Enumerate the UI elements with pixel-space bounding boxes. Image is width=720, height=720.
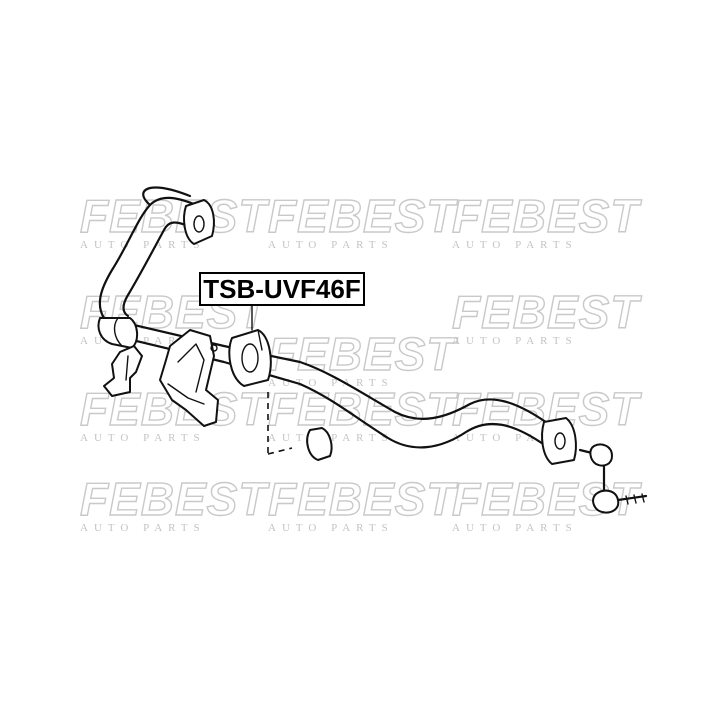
watermark-sub: AUTO PARTS xyxy=(80,522,206,534)
part-number-box xyxy=(199,272,365,306)
watermark: FEBEST AUTO PARTS xyxy=(451,285,642,347)
left-bracket xyxy=(103,345,143,397)
stabilizer-link xyxy=(578,443,648,514)
center-bracket-inner xyxy=(167,383,205,405)
highlighted-bushing-body xyxy=(228,329,272,387)
watermark-brand: FEBEST xyxy=(268,473,458,525)
watermark: FEBEST AUTO PARTS xyxy=(267,382,458,444)
watermark-sub: AUTO PARTS xyxy=(268,377,394,389)
watermark-sub: AUTO PARTS xyxy=(452,239,578,251)
left-sleeve-edge xyxy=(113,317,123,347)
watermark-brand: FEBEST xyxy=(268,190,458,242)
watermark-brand: FEBEST xyxy=(452,286,642,338)
stabilizer-bar xyxy=(98,186,552,449)
highlighted-bushing xyxy=(228,329,272,387)
right-bushing-hole xyxy=(554,432,566,450)
watermark: FEBEST AUTO PARTS xyxy=(451,189,642,251)
upper-left-bushing xyxy=(183,199,215,245)
stabilizer-link-lower-bolt xyxy=(616,494,648,502)
center-bracket xyxy=(159,329,219,427)
stabilizer-link-lower-ball xyxy=(592,489,620,514)
center-bracket-rib xyxy=(177,343,205,393)
highlighted-bushing-hole xyxy=(241,343,259,373)
watermark-brand: FEBEST xyxy=(80,473,270,525)
left-bracket-plate xyxy=(103,345,143,397)
highlighted-bushing-split xyxy=(257,329,263,351)
middle-sleeve-body xyxy=(306,427,333,461)
watermark-sub: AUTO PARTS xyxy=(80,432,206,444)
watermark-sub: AUTO PARTS xyxy=(268,239,394,251)
watermark-sub: AUTO PARTS xyxy=(80,239,206,251)
watermark: FEBEST AUTO PARTS xyxy=(267,189,458,251)
part-number-label: TSB-UVF46F xyxy=(199,272,365,306)
center-bracket-bolt xyxy=(210,344,218,352)
center-bracket-plate xyxy=(159,329,219,427)
part-number-text: TSB-UVF46F xyxy=(203,274,360,304)
upper-left-bushing-hole xyxy=(193,215,205,233)
left-bracket-rib xyxy=(125,355,129,381)
watermark-sub: AUTO PARTS xyxy=(268,522,394,534)
watermark-sub: AUTO PARTS xyxy=(452,522,578,534)
watermark-brand: FEBEST xyxy=(268,328,458,380)
watermark-layer: FEBEST AUTO PARTS FEBEST AUTO PARTS FEBE… xyxy=(79,189,642,534)
projection-line-bottom xyxy=(267,447,293,455)
stabilizer-bar-outline-lower-run xyxy=(122,336,548,449)
upper-left-bushing-body xyxy=(183,199,215,245)
stabilizer-bar-outline-bottom xyxy=(122,221,190,318)
watermark: FEBEST AUTO PARTS xyxy=(79,472,270,534)
stabilizer-bar-outline-top xyxy=(98,196,552,427)
stabilizer-link-lower-bolt-thread xyxy=(625,493,645,505)
watermark-brand: FEBEST xyxy=(268,383,458,435)
projection-lines xyxy=(267,392,293,455)
right-bushing-body xyxy=(541,417,577,465)
right-bushing xyxy=(541,417,577,465)
stabilizer-bar-left-bend xyxy=(142,186,192,207)
watermark-brand: FEBEST xyxy=(452,190,642,242)
watermark: FEBEST AUTO PARTS xyxy=(267,472,458,534)
watermark-sub: AUTO PARTS xyxy=(452,335,578,347)
middle-sleeve xyxy=(306,427,333,461)
stabilizer-link-upper-ball xyxy=(589,443,613,467)
watermark: FEBEST AUTO PARTS xyxy=(267,327,458,389)
